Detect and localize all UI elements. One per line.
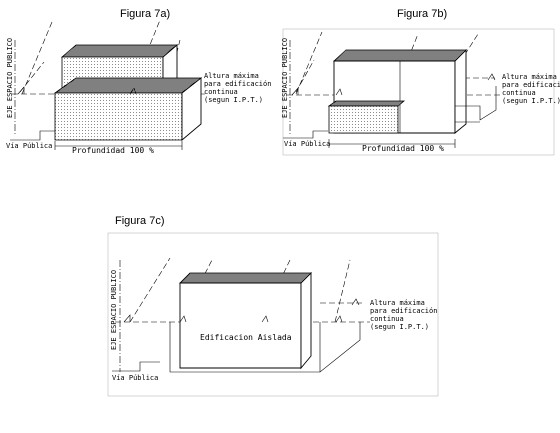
note-line-7b-2: para edificación xyxy=(502,81,560,89)
axis-label-7a: EJE ESPACIO PUBLICO xyxy=(6,38,14,118)
building-roof-7c xyxy=(179,272,312,284)
tower-side-7b xyxy=(454,48,467,134)
angle-marker-7c-5 xyxy=(351,298,360,306)
note-line-7b-4: (segun I.P.T.) xyxy=(502,97,560,105)
figure-7c-title: Figura 7c) xyxy=(115,215,165,227)
rear-outline-7b xyxy=(455,86,497,121)
note-line-7c-3: continua xyxy=(370,315,404,323)
note-line-7a-4: (segun I.P.T.) xyxy=(204,96,263,104)
note-line-7b-1: Altura máxima xyxy=(502,73,557,81)
angle-marker-7b-3 xyxy=(487,73,496,81)
sky-line-7b-1 xyxy=(295,31,323,95)
figure-7b: Figura 7b) EJE ESPACIO PUBLICO Vía Públi… xyxy=(281,8,560,156)
sky-line-7c-4 xyxy=(334,259,351,323)
angle-marker-7b-2 xyxy=(335,88,343,96)
figure-7a-title: Figura 7a) xyxy=(120,8,170,20)
angle-marker-7c-2 xyxy=(179,315,187,323)
base-roof-7a xyxy=(53,77,203,94)
angle-marker-7c-4 xyxy=(335,315,343,323)
street-profile-7a xyxy=(10,130,55,141)
sky-line-7b-2 xyxy=(295,59,315,93)
figure-7c: Figura 7c) EJE ESPACIO PUBLICO Vía Públi… xyxy=(107,215,439,397)
angle-marker-7a-1 xyxy=(17,86,25,95)
base-side-7a xyxy=(181,77,202,141)
street-label-7a: Vía Pública xyxy=(6,142,52,150)
figure-7a: Figura 7a) EJE ESPACIO PUBLICO Vía Públi… xyxy=(6,8,271,155)
angle-marker-7a-2 xyxy=(129,87,137,95)
tower-roof-7a xyxy=(60,44,179,58)
base-front-7a xyxy=(54,92,183,141)
low-front-7b xyxy=(328,105,399,134)
sky-line-7c-1 xyxy=(129,257,171,323)
angle-marker-7c-3 xyxy=(261,315,269,323)
axis-label-7b: EJE ESPACIO PUBLICO xyxy=(281,38,289,118)
street-label-7c: Vía Pública xyxy=(112,374,158,382)
street-profile-7c xyxy=(112,361,160,372)
figure-7b-title: Figura 7b) xyxy=(397,8,447,20)
figure-7c-frame xyxy=(107,232,439,397)
building-front-7c xyxy=(179,282,302,369)
sky-line-7a-2 xyxy=(19,61,45,93)
note-line-7a-1: Altura máxima xyxy=(204,72,259,80)
axis-label-7c: EJE ESPACIO PUBLICO xyxy=(110,270,118,350)
depth-label-7a: Profundidad 100 % xyxy=(72,146,154,155)
note-line-7c-4: (segun I.P.T.) xyxy=(370,323,429,331)
note-line-7c-2: para edificación xyxy=(370,307,437,315)
street-profile-7b xyxy=(283,130,328,139)
figure-7b-frame xyxy=(282,28,555,156)
depth-label-7b: Profundidad 100 % xyxy=(362,144,444,153)
tower-roof-7b xyxy=(332,49,467,62)
building-side-7c xyxy=(300,271,312,370)
angle-marker-7b-1 xyxy=(291,87,299,96)
sky-line-7a-1 xyxy=(21,21,53,95)
street-label-7b: Vía Pública xyxy=(284,140,330,148)
low-roof-7b xyxy=(327,100,406,107)
note-line-7c-1: Altura máxima xyxy=(370,299,425,307)
sky-line-7b-4 xyxy=(454,33,479,71)
note-line-7a-3: continua xyxy=(204,88,238,96)
angle-marker-7c-1 xyxy=(123,314,131,323)
note-line-7a-2: para edificación xyxy=(204,80,271,88)
building-label-7c: Edificacion Aislada xyxy=(200,333,292,342)
note-line-7b-3: continua xyxy=(502,89,536,97)
